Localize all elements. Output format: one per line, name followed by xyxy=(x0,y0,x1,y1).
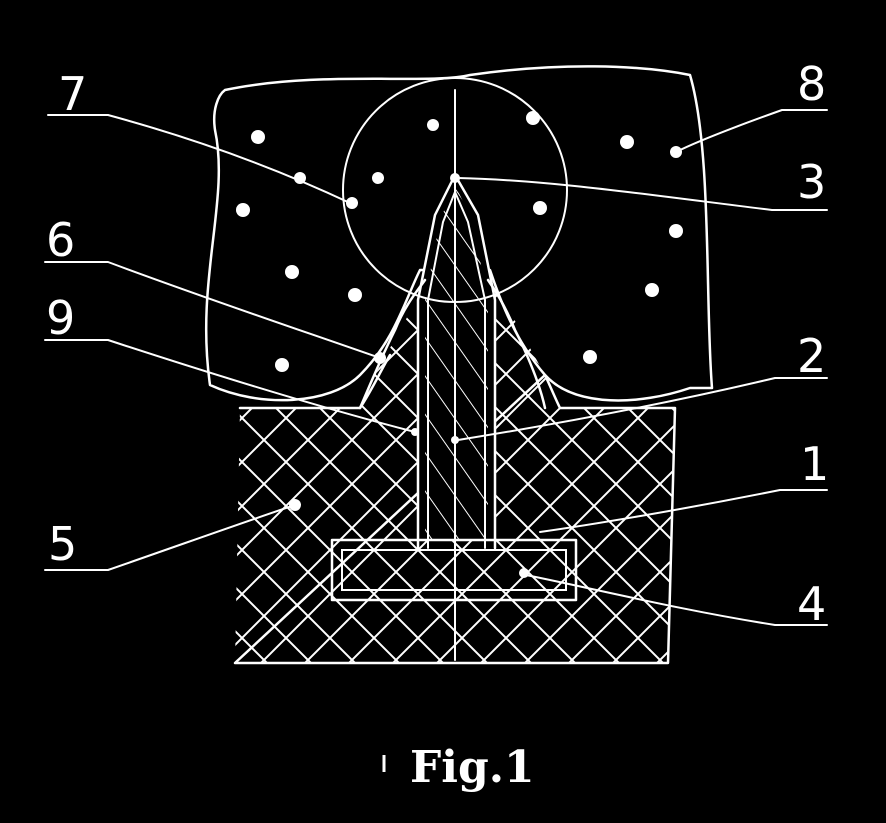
label-2: 2 xyxy=(797,329,826,383)
collar-left xyxy=(358,278,427,410)
leader-lines xyxy=(44,109,828,626)
label-9: 9 xyxy=(46,291,75,345)
label-7: 7 xyxy=(58,67,87,121)
label-8: 8 xyxy=(797,57,826,111)
label-1: 1 xyxy=(800,437,829,491)
collar-right xyxy=(486,278,547,410)
label-3: 3 xyxy=(797,155,826,209)
label-4: 4 xyxy=(797,577,826,631)
insert-stem-hatch xyxy=(425,185,488,540)
label-5: 5 xyxy=(48,517,77,571)
filler-dots xyxy=(236,111,683,578)
label-6: 6 xyxy=(46,213,75,267)
figure-caption: Fig.1 xyxy=(410,742,535,793)
